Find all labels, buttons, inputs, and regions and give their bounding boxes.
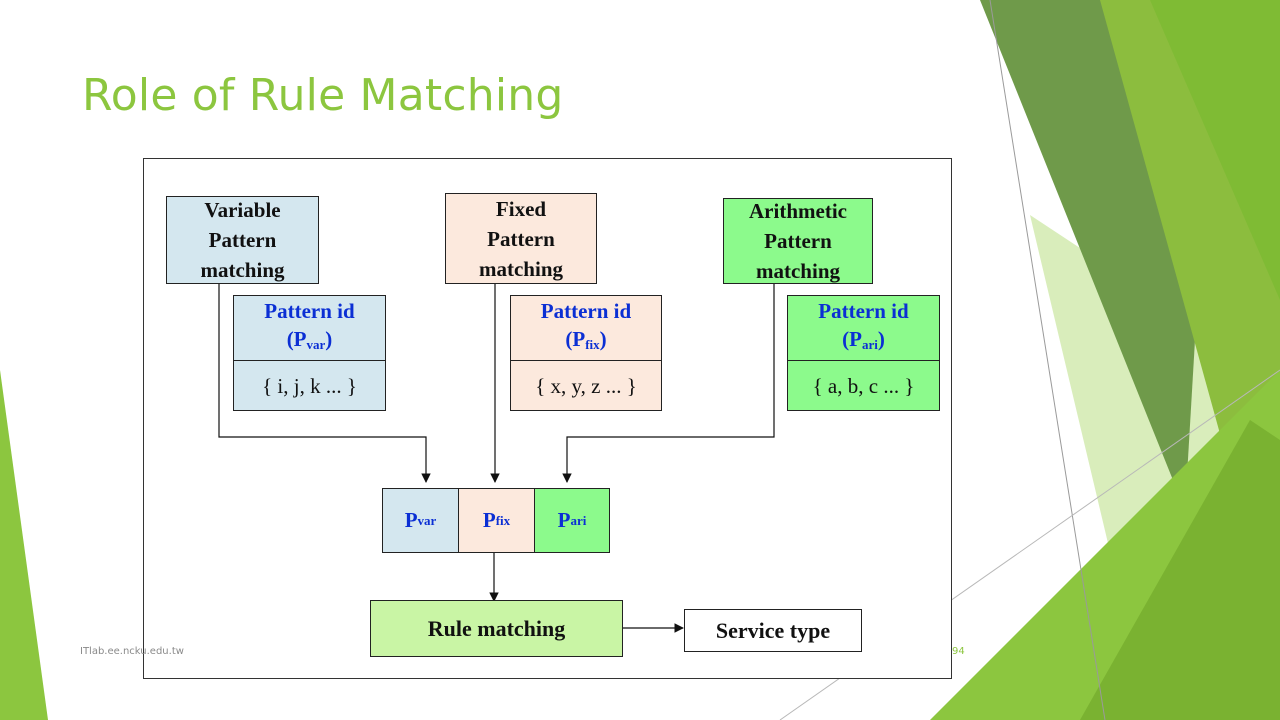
pattern-id-arithmetic-symbol-close: )	[877, 327, 885, 351]
pattern-id-arithmetic-title: Pattern id	[818, 299, 909, 323]
combined-var-sub: var	[417, 512, 437, 528]
fixed-pattern-box: Fixed Pattern matching	[445, 193, 597, 284]
pattern-id-arithmetic-header: Pattern id (Pari)	[788, 296, 939, 361]
pattern-id-fixed-symbol-sub: fix	[585, 337, 600, 352]
pattern-id-arithmetic-symbol: (Pari)	[842, 325, 885, 359]
pattern-id-fixed-symbol: (Pfix)	[565, 325, 606, 359]
combined-ari-main: P	[557, 508, 571, 532]
pattern-id-arithmetic-symbol-sub: ari	[861, 337, 878, 352]
pattern-id-variable-symbol-main: (P	[286, 327, 307, 351]
pattern-id-fixed-header: Pattern id (Pfix)	[511, 296, 661, 361]
combined-ari-sub: ari	[570, 512, 587, 528]
service-type-label: Service type	[715, 617, 831, 643]
rule-matching-label: Rule matching	[427, 615, 566, 641]
pattern-id-variable-title: Pattern id	[264, 299, 355, 323]
thin-diagonal-line-1	[989, 0, 1106, 720]
footer-source: ITlab.ee.ncku.edu.tw	[80, 646, 184, 657]
pattern-id-fixed-symbol-close: )	[599, 327, 607, 351]
pattern-id-arithmetic-set: { a, b, c ... }	[812, 373, 915, 398]
right-bright-shape	[1150, 0, 1280, 300]
left-accent-shape	[0, 370, 48, 720]
bottom-darker-shape	[1080, 420, 1280, 720]
pattern-id-fixed-title: Pattern id	[540, 299, 632, 323]
pattern-id-fixed-set: { x, y, z ... }	[535, 373, 637, 398]
pattern-id-variable-box: Pattern id (Pvar) { i, j, k ... }	[233, 295, 386, 411]
rule-matching-box: Rule matching	[370, 600, 623, 657]
combined-fix-main: P	[482, 508, 496, 532]
arithmetic-pattern-label: Arithmetic Pattern matching	[749, 199, 847, 283]
pattern-id-variable-set: { i, j, k ... }	[262, 373, 357, 398]
variable-pattern-label: Variable Pattern matching	[200, 198, 285, 282]
combined-fix-sub: fix	[495, 512, 511, 528]
combined-var-main: P	[404, 508, 418, 532]
fixed-pattern-label: Fixed Pattern matching	[479, 196, 563, 281]
page-number: 94	[952, 646, 965, 657]
pattern-id-variable-symbol-sub: var	[306, 337, 326, 352]
pattern-id-variable-symbol-close: )	[325, 327, 333, 351]
pattern-id-arithmetic-box: Pattern id (Pari) { a, b, c ... }	[787, 295, 940, 411]
pattern-id-fixed-box: Pattern id (Pfix) { x, y, z ... }	[510, 295, 662, 411]
arithmetic-pattern-box: Arithmetic Pattern matching	[723, 198, 873, 284]
pattern-id-variable-header: Pattern id (Pvar)	[234, 296, 385, 361]
service-type-box: Service type	[684, 609, 862, 652]
pattern-id-fixed-symbol-main: (P	[565, 327, 586, 351]
slide-title: Role of Rule Matching	[82, 70, 564, 121]
pattern-id-arithmetic-symbol-main: (P	[842, 327, 862, 351]
pattern-id-variable-symbol: (Pvar)	[287, 325, 333, 359]
variable-pattern-box: Variable Pattern matching	[166, 196, 319, 284]
